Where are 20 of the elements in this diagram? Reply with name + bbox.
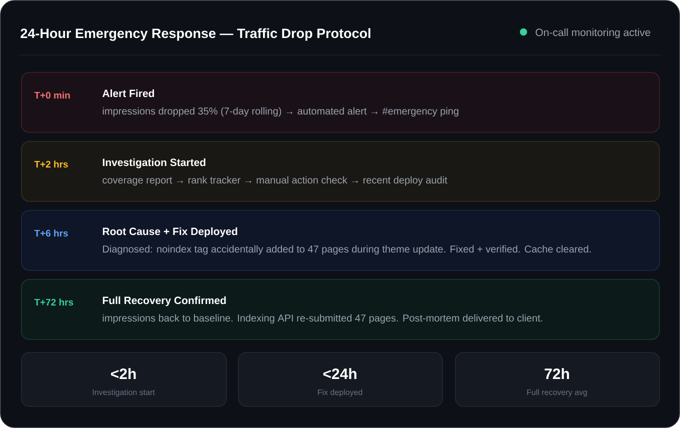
stat-value: <24h bbox=[323, 368, 356, 379]
event-title: Full Recovery Confirmed bbox=[102, 296, 226, 306]
stat-caption: Investigation start bbox=[92, 389, 155, 397]
time-label: T+6 hrs bbox=[34, 230, 68, 237]
time-label: T+72 hrs bbox=[34, 298, 74, 306]
event-description: impressions back to baseline. Indexing API re-submitted 47 pages. Post-mortem delivered to client. bbox=[102, 314, 542, 324]
event-title: Alert Fired bbox=[102, 89, 154, 98]
event-title: Root Cause + Fix Deployed bbox=[102, 227, 238, 238]
time-label: T+0 min bbox=[34, 92, 70, 99]
event-description: coverage report → rank tracker → manual action check → recent deploy audit bbox=[102, 176, 448, 186]
event-description: Diagnosed: noindex tag accidentally added to 47 pages during theme update. Fixed + verified. Cache cleared. bbox=[103, 245, 591, 255]
event-title: Investigation Started bbox=[102, 158, 206, 168]
event-description: impressions dropped 35% (7-day rolling) → automated alert → #emergency ping bbox=[102, 107, 458, 117]
stat-value: <2h bbox=[111, 368, 136, 379]
heading: 24-Hour Emergency Response — Traffic Drop Protocol bbox=[20, 28, 370, 41]
stat-caption: Full recovery avg bbox=[527, 389, 587, 397]
time-label: T+2 hrs bbox=[34, 160, 68, 168]
stat-value: 72h bbox=[544, 368, 569, 379]
status-text: On-call monitoring active bbox=[536, 28, 650, 38]
stat-caption: Fix deployed bbox=[318, 389, 362, 397]
